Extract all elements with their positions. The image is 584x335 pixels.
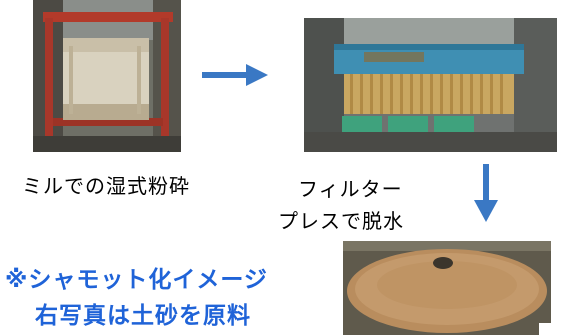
mill-caption: ミルでの湿式粉砕	[22, 174, 190, 198]
chamotte-cake-photo	[343, 241, 551, 335]
chamotte-note-line2: 右写真は土砂を原料	[35, 303, 251, 329]
chamotte-note-line1: ※シャモット化イメージ	[5, 267, 268, 293]
filter-press-photo	[304, 18, 557, 152]
arrow-right-icon	[200, 62, 270, 88]
mill-photo	[33, 0, 181, 152]
filter-press-caption-line1: フィルター	[298, 177, 403, 201]
filter-press-caption-line2: プレスで脱水	[278, 209, 404, 233]
arrow-down-icon	[472, 162, 500, 224]
